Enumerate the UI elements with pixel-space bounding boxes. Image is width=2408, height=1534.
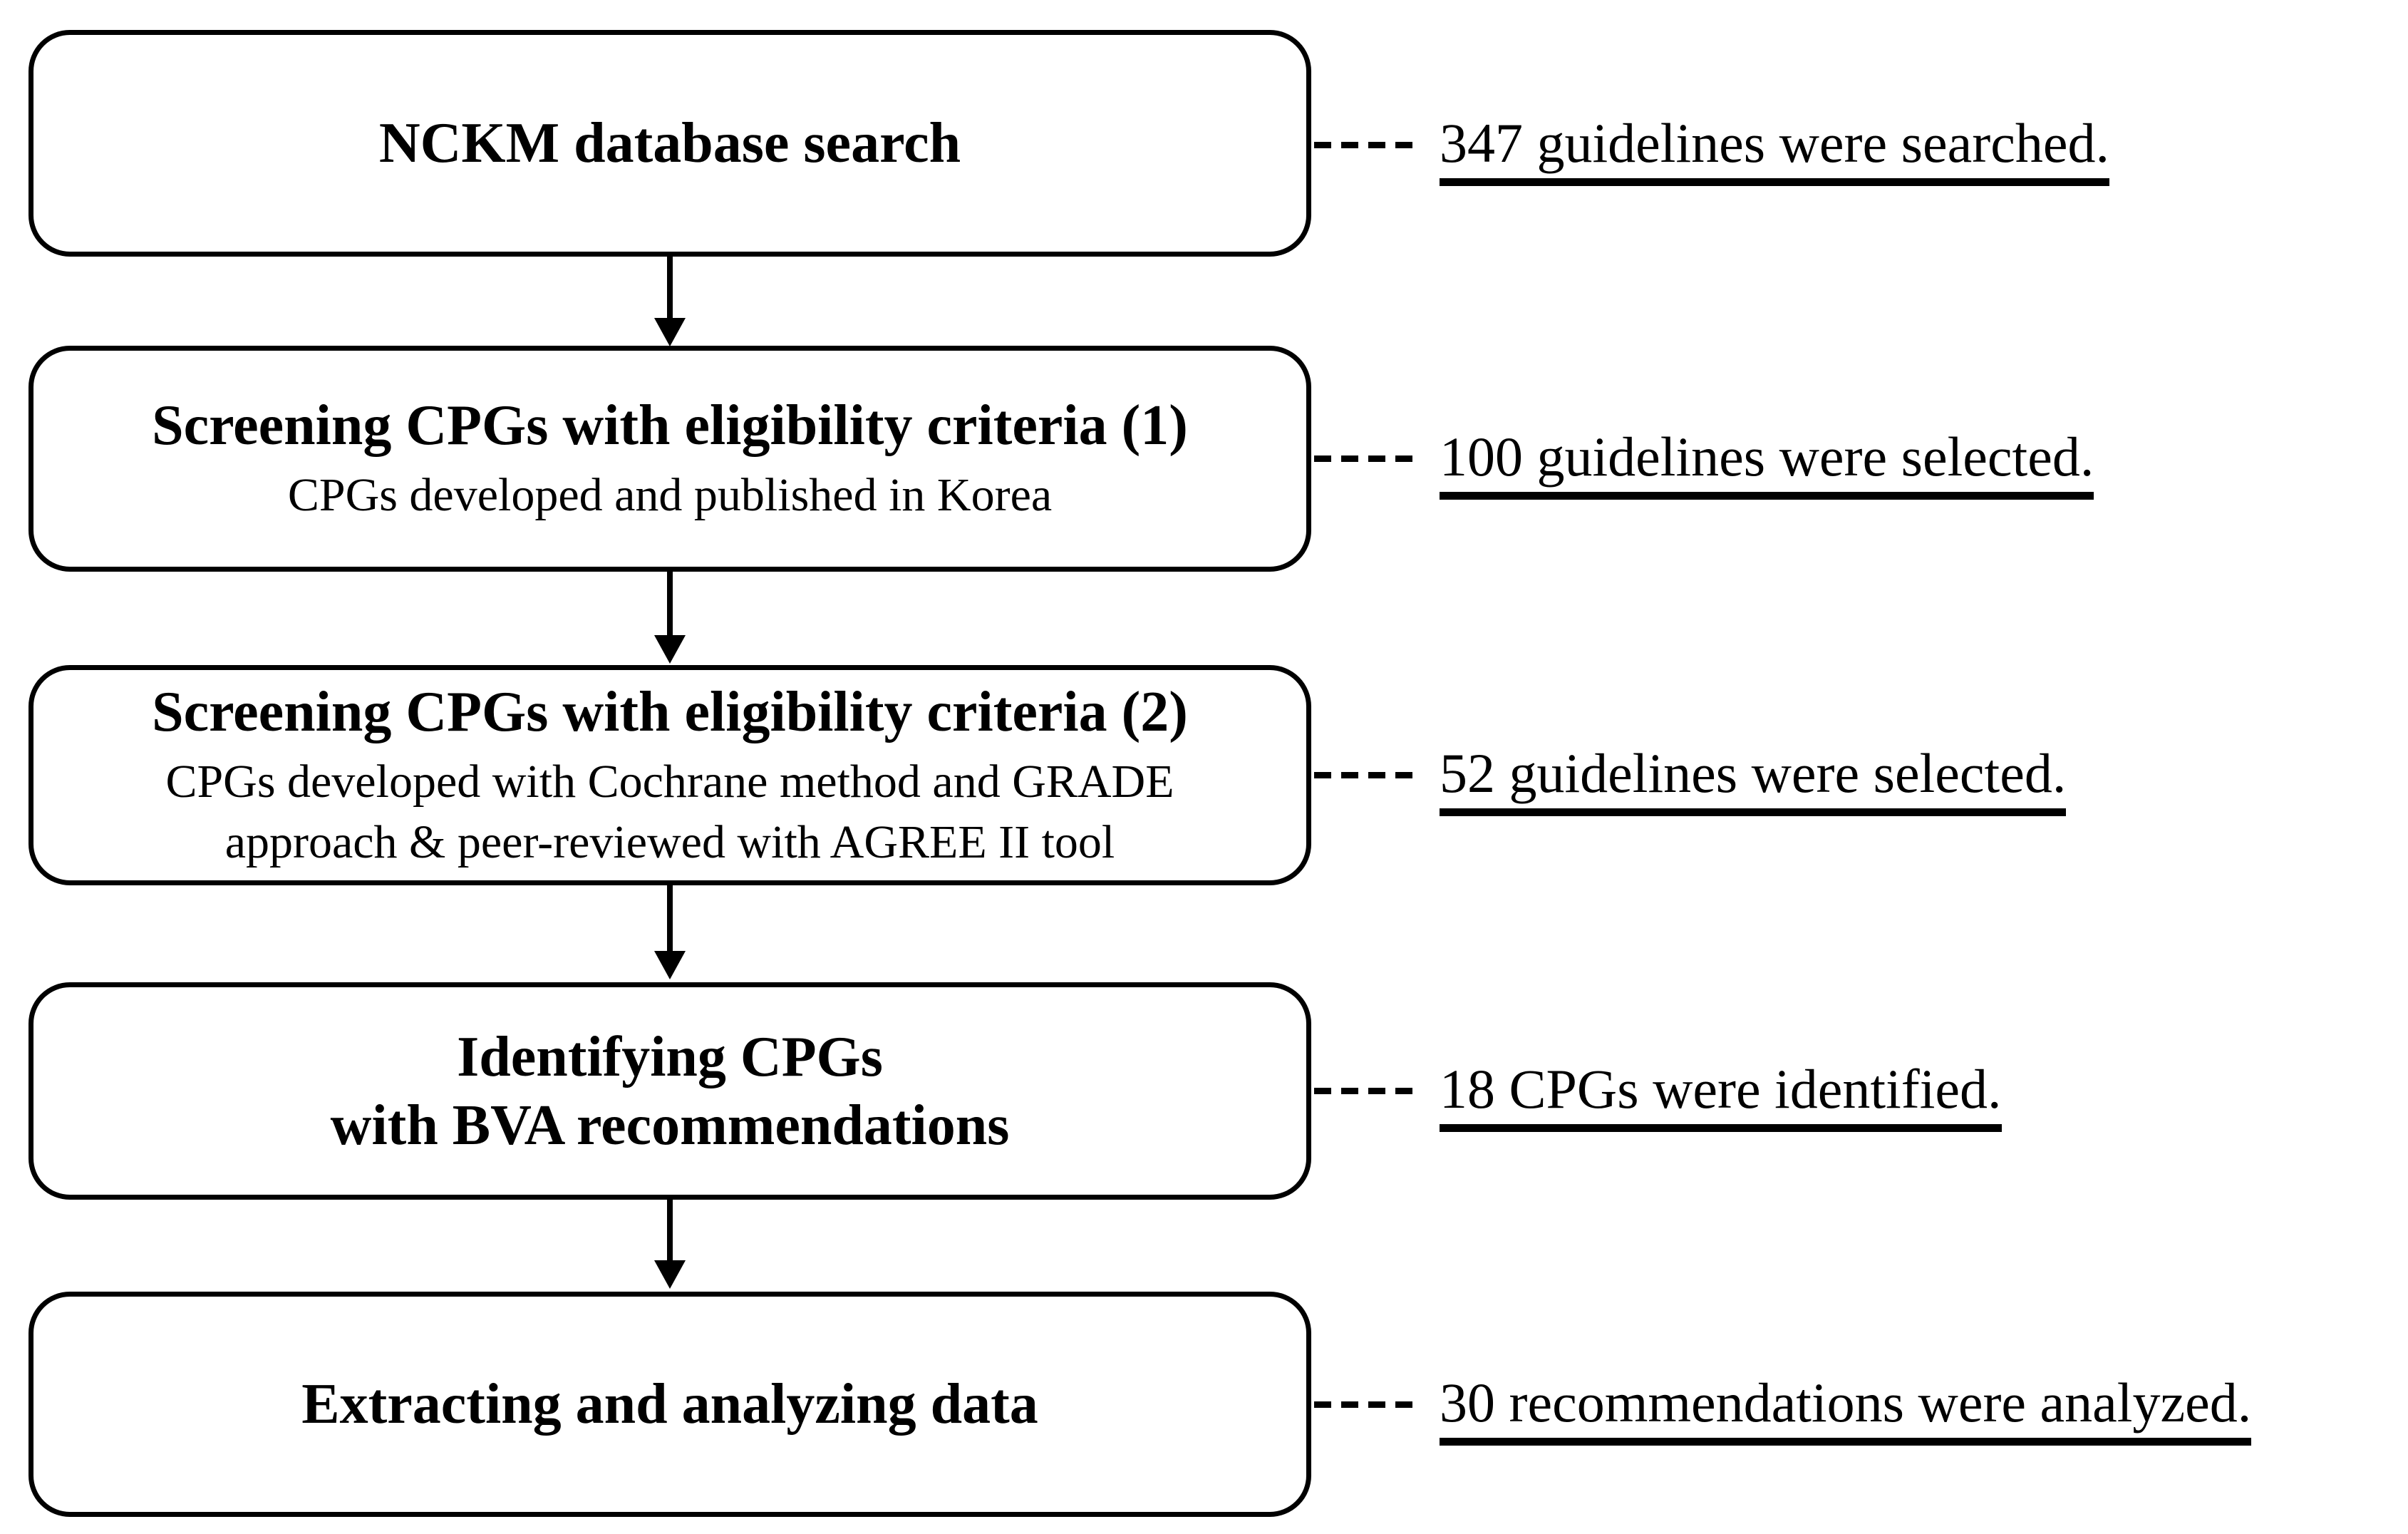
step-title: Screening CPGs with eligibility criteria…	[152, 394, 1188, 458]
flow-step-box-1: NCKM database search	[29, 30, 1311, 257]
arrow-line	[667, 1198, 673, 1263]
step-title: Extracting and analyzing data	[301, 1373, 1038, 1436]
step-title: Identifying CPGs with BVA recommendation…	[330, 1025, 1010, 1157]
annotation-row-2: 100 guidelines were selected.	[1440, 414, 2094, 514]
arrow-line	[667, 884, 673, 954]
arrowhead-down-icon	[654, 1260, 686, 1289]
flow-step-box-3: Screening CPGs with eligibility criteria…	[29, 665, 1311, 885]
step-title: NCKM database search	[378, 112, 961, 175]
annotation-text: 18 CPGs were identified.	[1440, 1061, 2002, 1132]
arrowhead-down-icon	[654, 318, 686, 346]
dashed-connector-2	[1314, 455, 1420, 462]
dashed-connector-4	[1314, 1088, 1420, 1094]
step-subtitle: CPGs developed and published in Korea	[287, 469, 1053, 522]
annotation-row-4: 18 CPGs were identified.	[1440, 1046, 2002, 1146]
annotation-text: 30 recommendations were analyzed.	[1440, 1374, 2252, 1446]
flow-step-box-2: Screening CPGs with eligibility criteria…	[29, 346, 1311, 572]
annotation-row-1: 347 guidelines were searched.	[1440, 101, 2109, 200]
flow-step-box-5: Extracting and analyzing data	[29, 1292, 1311, 1517]
step-title: Screening CPGs with eligibility criteria…	[152, 681, 1188, 744]
arrow-line	[667, 570, 673, 638]
arrowhead-down-icon	[654, 635, 686, 664]
annotation-text: 100 guidelines were selected.	[1440, 428, 2094, 500]
annotation-text: 52 guidelines were selected.	[1440, 745, 2067, 816]
step-subtitle: CPGs developed with Cochrane method and …	[165, 756, 1174, 868]
dashed-connector-5	[1314, 1401, 1420, 1408]
arrowhead-down-icon	[654, 951, 686, 979]
annotation-row-5: 30 recommendations were analyzed.	[1440, 1360, 2252, 1460]
annotation-row-3: 52 guidelines were selected.	[1440, 731, 2067, 830]
dashed-connector-1	[1314, 142, 1420, 148]
dashed-connector-3	[1314, 772, 1420, 778]
arrow-line	[667, 255, 673, 321]
annotation-text: 347 guidelines were searched.	[1440, 115, 2109, 186]
flow-step-box-4: Identifying CPGs with BVA recommendation…	[29, 982, 1311, 1200]
